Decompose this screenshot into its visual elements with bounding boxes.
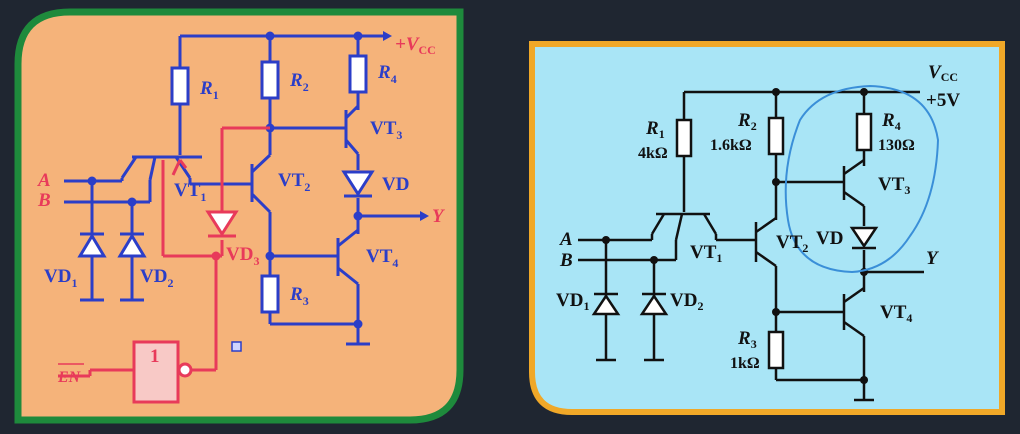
left-r4-body [348, 54, 368, 94]
right-resistors [675, 112, 873, 370]
right-r3-label: R3 [737, 328, 757, 351]
left-resistors [170, 54, 368, 314]
left-enable-wires [58, 126, 270, 378]
right-circuit-wires [578, 90, 924, 402]
not-gate-symbol: 1 [150, 346, 160, 367]
left-diodes [77, 170, 375, 258]
left-vt1-label: VT1 [174, 180, 206, 204]
left-r3-body [260, 274, 280, 314]
left-vd1-label: VD1 [44, 266, 77, 290]
right-vd-label: VD [816, 228, 843, 249]
hand-drawn-highlight [784, 84, 940, 274]
left-output-label: Y [432, 206, 446, 227]
right-vt1-label: VT1 [690, 242, 722, 265]
right-r3-body [767, 330, 785, 370]
right-supply-value: +5V [926, 90, 960, 111]
left-supply-label: +VCC [395, 34, 436, 57]
left-vt2-label: VT2 [278, 170, 310, 194]
right-vt3-label: VT3 [878, 174, 910, 197]
pointer-marker [231, 341, 242, 352]
right-vd2-label: VD2 [670, 290, 703, 313]
right-vd2-diode [639, 293, 669, 316]
right-vd1-label: VD1 [556, 290, 589, 313]
left-r1-label: R1 [199, 78, 219, 102]
left-vd-diode [341, 170, 375, 197]
right-r3-value: 1kΩ [730, 355, 760, 372]
left-r4-label: R4 [377, 62, 397, 86]
right-r1-value: 4kΩ [638, 145, 668, 162]
right-r1-label: R1 [645, 118, 665, 141]
left-input-b-label: B [37, 190, 51, 211]
left-panel: +VCC R1 R2 R4 R3 VT3 VT2 VT1 VD VT4 VD1 … [14, 8, 464, 424]
right-panel: VCC +5V R1 4kΩ R2 1.6kΩ R4 130Ω R3 1kΩ V… [529, 41, 1005, 415]
left-vt4-label: VT4 [366, 246, 398, 270]
left-input-a-label: A [37, 170, 51, 191]
left-r2-label: R2 [289, 70, 309, 94]
right-vd-diode [849, 226, 879, 249]
right-input-a-label: A [559, 229, 573, 250]
right-input-b-label: B [559, 250, 573, 271]
right-r4-label: R4 [881, 110, 901, 133]
right-r2-label: R2 [737, 110, 757, 133]
left-vd2-diode [117, 233, 147, 258]
left-vt3-label: VT3 [370, 118, 402, 142]
right-r4-body [855, 112, 873, 152]
left-r2-body [260, 60, 280, 100]
not-gate-bubble [177, 362, 193, 378]
right-vt4-label: VT4 [880, 302, 912, 325]
right-diodes [591, 226, 879, 316]
right-junctions [602, 88, 868, 384]
left-supply-arrow [383, 31, 392, 41]
left-vd3-diode [205, 210, 239, 237]
right-supply-label: VCC [928, 62, 958, 84]
enable-label: EN [57, 369, 82, 386]
right-r1-body [675, 118, 693, 158]
left-r1-body [170, 66, 190, 106]
left-r3-label: R3 [289, 284, 309, 308]
right-panel-frame [529, 41, 1005, 415]
right-labels: VCC +5V R1 4kΩ R2 1.6kΩ R4 130Ω R3 1kΩ V… [556, 62, 960, 372]
right-vd1-diode [591, 293, 621, 316]
right-r4-value: 130Ω [878, 137, 915, 154]
right-r2-body [767, 116, 785, 156]
left-vd-label: VD [382, 174, 409, 195]
left-vd2-label: VD2 [140, 266, 173, 290]
left-output-arrow [420, 211, 429, 221]
enable-not-gate [132, 340, 180, 404]
left-labels: +VCC R1 R2 R4 R3 VT3 VT2 VT1 VD VT4 VD1 … [44, 34, 436, 308]
left-vd1-diode [77, 233, 107, 258]
left-vd3-label: VD3 [226, 244, 259, 268]
right-output-label: Y [926, 248, 940, 269]
right-r2-value: 1.6kΩ [710, 137, 752, 154]
right-vt2-label: VT2 [776, 232, 808, 255]
